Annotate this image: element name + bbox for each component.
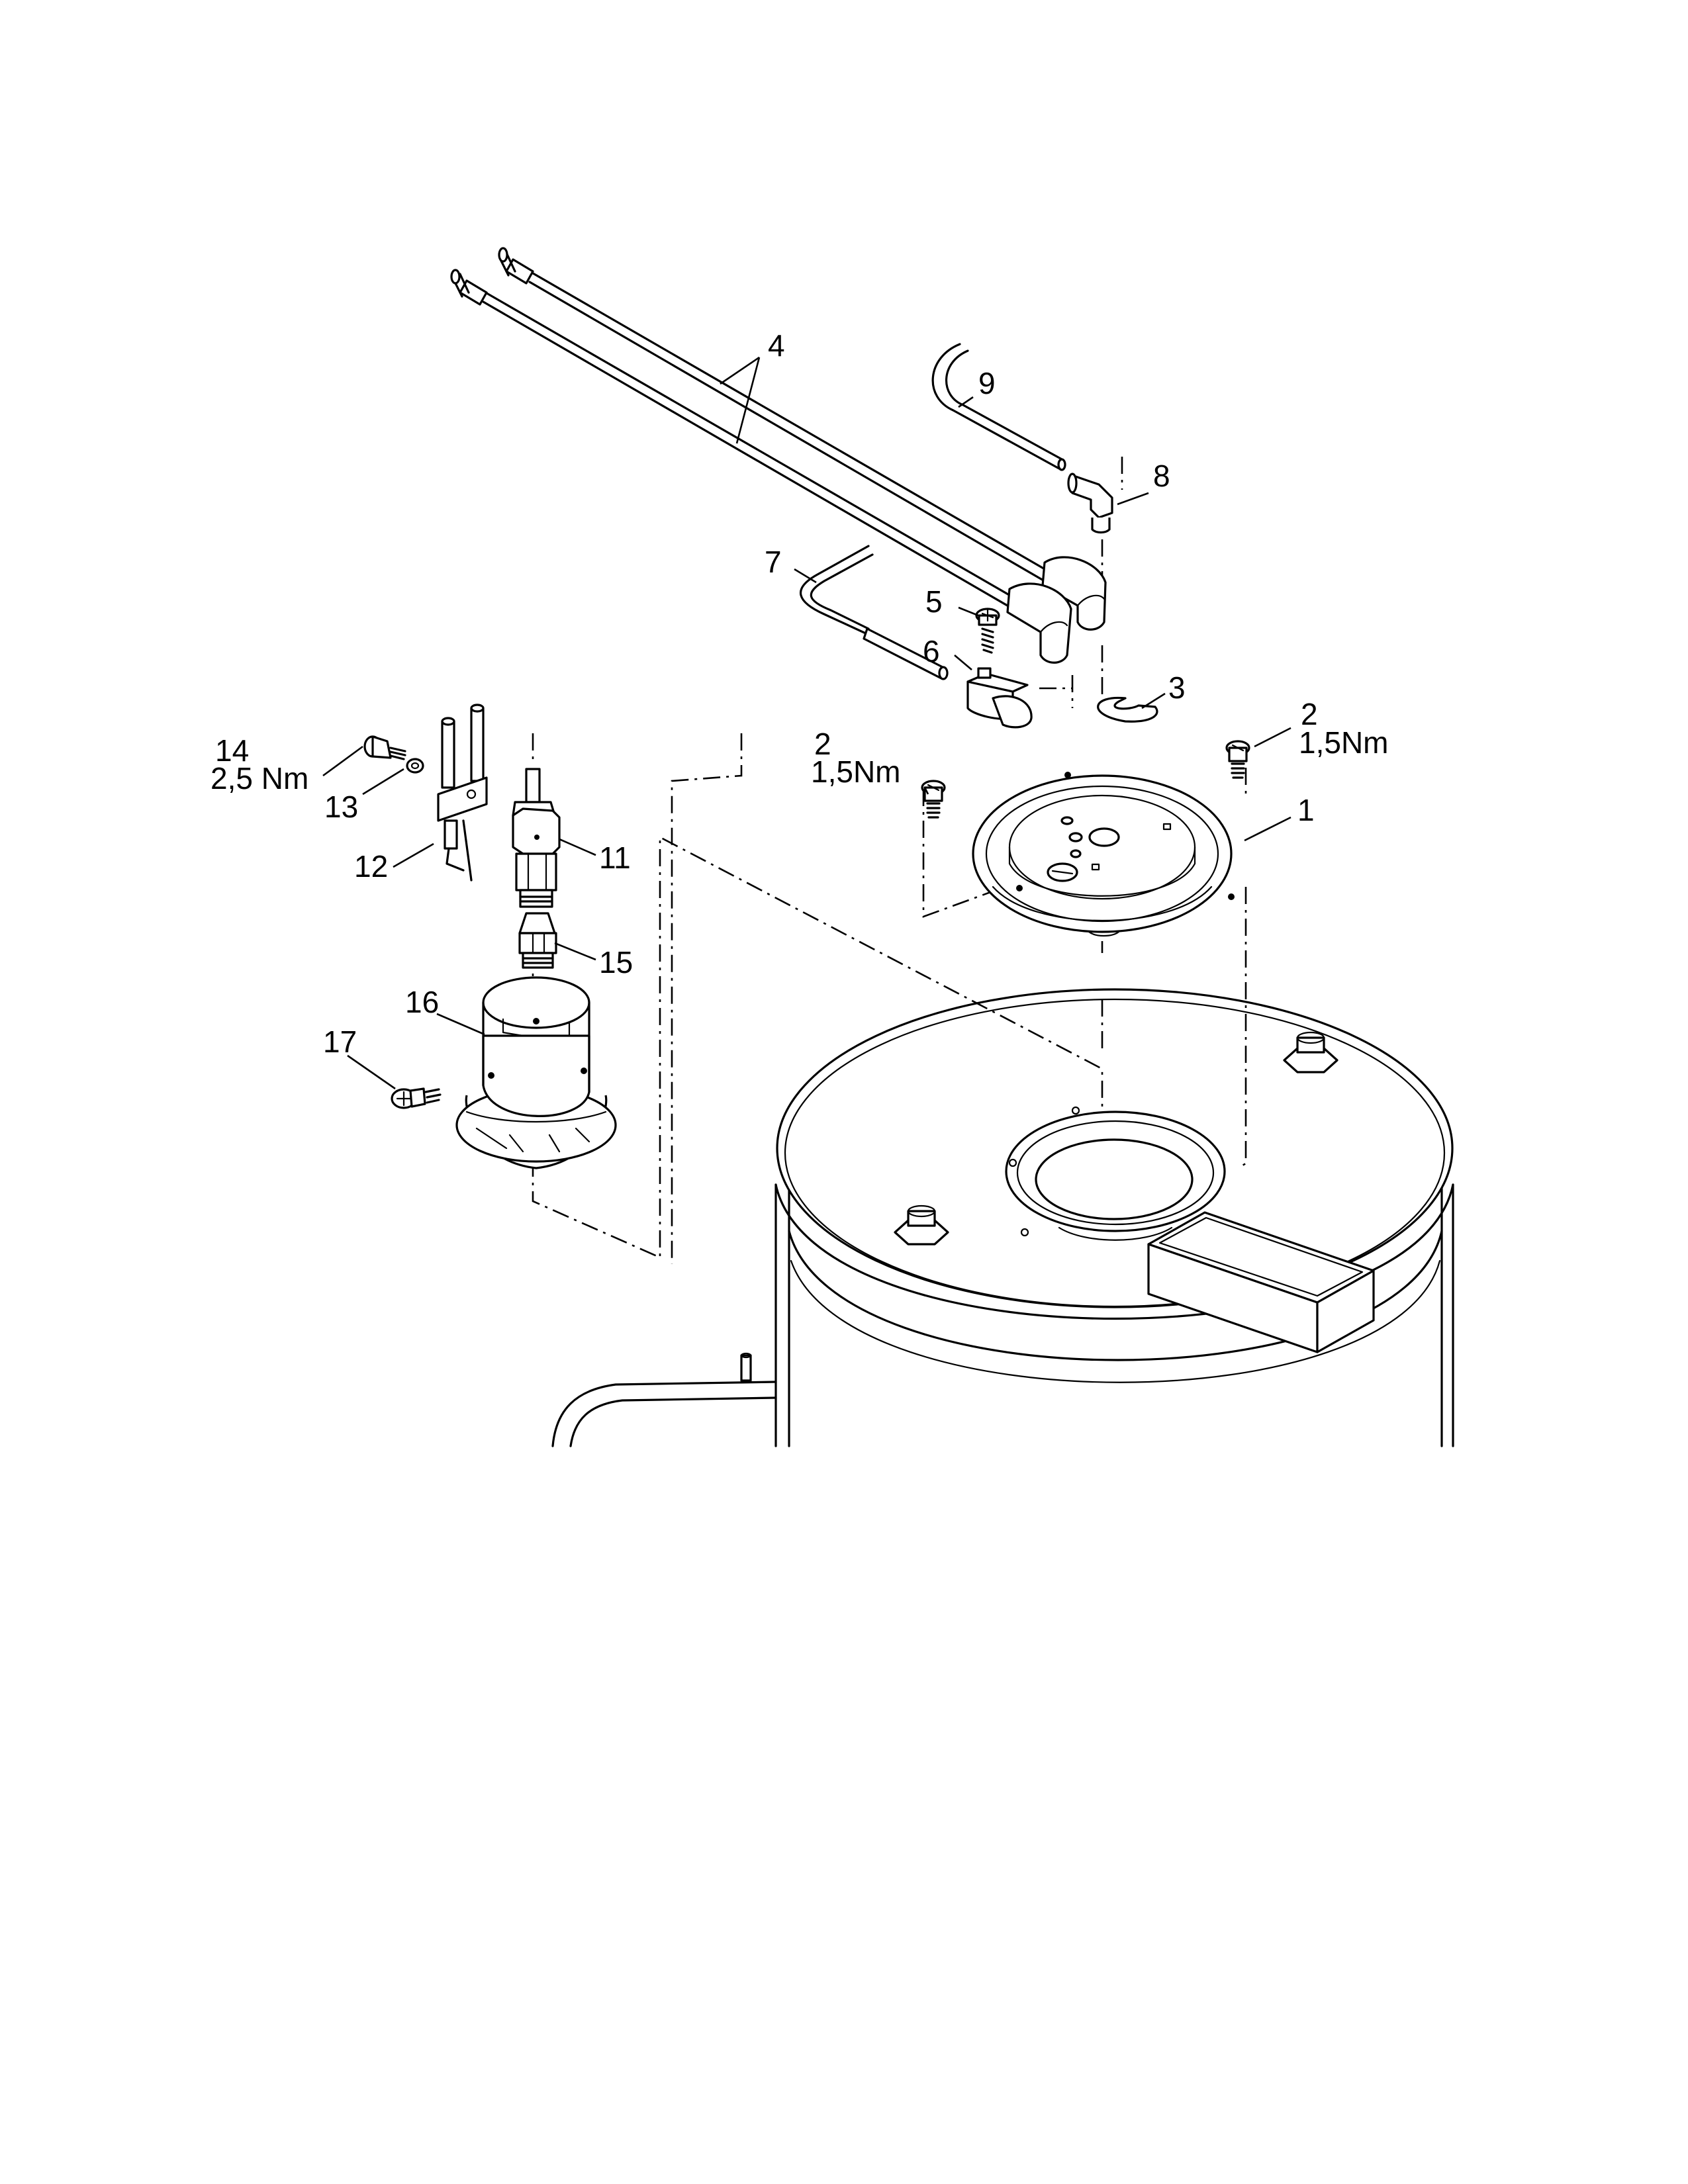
callout-5: 5	[925, 584, 943, 619]
screw-2-left	[921, 780, 946, 819]
callout-17: 17	[323, 1024, 357, 1059]
callout-13: 13	[324, 790, 358, 824]
callout-4: 4	[768, 328, 785, 363]
callout-14-torque: 2,5 Nm	[211, 761, 308, 796]
cable-end-lower	[450, 269, 488, 306]
callout-11: 11	[599, 841, 631, 875]
cable-end-upper	[498, 247, 534, 285]
assembly-lines	[532, 457, 1247, 1264]
callout-12: 12	[354, 849, 388, 884]
side-pipe	[551, 1352, 777, 1447]
hex-nut-left	[894, 1205, 949, 1246]
callout-7: 7	[765, 545, 782, 579]
ignition-electrode	[437, 704, 488, 882]
nozzle-holder	[512, 768, 561, 908]
callout-16: 16	[405, 985, 439, 1019]
callout-14: 14	[215, 733, 249, 768]
cable-boot-right	[1041, 556, 1107, 631]
cable-boot-left	[1006, 582, 1072, 664]
water-heater-tank	[551, 988, 1454, 1447]
oil-nozzle	[518, 912, 557, 969]
callout-2-left: 2	[814, 727, 831, 761]
callout-2-right: 2	[1301, 697, 1318, 731]
screw-17	[391, 1087, 442, 1109]
burner-head	[455, 976, 617, 1169]
screw-5	[975, 608, 1000, 654]
hex-nut-right	[1283, 1031, 1338, 1073]
leader-lines	[322, 356, 1291, 1090]
rectangular-housing	[1147, 1211, 1375, 1353]
callout-2-left-torque: 1,5Nm	[811, 754, 900, 789]
screw-2-right	[1225, 740, 1250, 779]
callout-15: 15	[599, 945, 633, 979]
screw-14	[363, 735, 406, 760]
callout-labels: 1 2 1,5Nm 2 1,5Nm 3 4 5 6 7 8 9 11 12 13…	[211, 328, 1388, 1059]
callout-8: 8	[1153, 459, 1170, 493]
mounting-plate	[972, 772, 1235, 937]
callout-1: 1	[1297, 793, 1315, 827]
sensor-probe	[799, 545, 949, 680]
elbow-fitting	[1067, 473, 1113, 534]
retaining-clip	[1097, 696, 1158, 723]
callout-9: 9	[978, 366, 996, 400]
flexible-tube	[931, 343, 1066, 471]
callout-3: 3	[1168, 670, 1186, 705]
callout-6: 6	[923, 634, 940, 668]
sensor-bracket	[966, 667, 1033, 729]
ignition-cables	[450, 247, 1107, 664]
callout-2-right-torque: 1,5Nm	[1299, 725, 1388, 760]
washer	[406, 758, 424, 774]
